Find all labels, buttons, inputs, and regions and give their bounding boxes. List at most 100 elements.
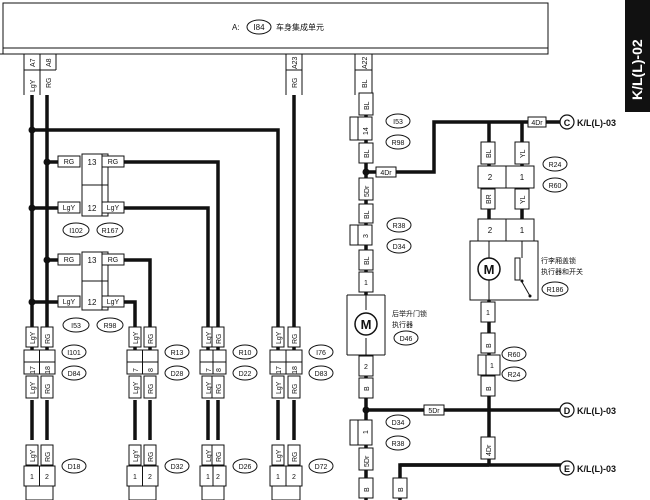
lower-conn-2: R98 [104, 323, 117, 330]
door-bottom-pin: 2 [216, 474, 220, 481]
liftgate-conn1-a: I53 [393, 119, 403, 126]
door-wire-label: RG [148, 452, 155, 463]
trunk-wire-h: 4Dr [486, 444, 493, 456]
door-wire-label: RG [216, 452, 223, 463]
door-wire-label: RG [148, 334, 155, 345]
liftgate-conn1-b: R98 [392, 140, 405, 147]
wire-a23: RG [292, 78, 299, 89]
door-pin-label: 8 [148, 368, 155, 372]
door-bottom-conn: D26 [239, 464, 252, 471]
door-wire-label: LgY [206, 381, 213, 394]
liftgate-wire-f: B [364, 386, 371, 391]
door-wire-label: LgY [30, 331, 37, 344]
door-wire-label: LgY [30, 381, 37, 394]
trunk-conn-top-a: R24 [549, 162, 562, 169]
door-top-conn: R10 [239, 350, 252, 357]
door-wire-label: RG [292, 384, 299, 395]
splice-connector-lower: RG 13 RG LgY 12 LgY I53 R98 [57, 251, 125, 333]
trunk-label-1: 行李厢盖锁 [541, 256, 576, 265]
tag-4dr-top-label: 4Dr [531, 120, 543, 127]
offpage-e: E K/L(L)-03 [559, 460, 616, 476]
door-bottom-pin: 1 [206, 474, 210, 481]
wire-bundle-left [30, 95, 296, 440]
door-pin-label: 8 [216, 368, 223, 372]
trunk-conn-bottom-a: R60 [508, 352, 521, 359]
liftgate-conn2-b: D34 [393, 244, 406, 251]
trunk-conn-bottom-pin: 1 [490, 363, 494, 370]
offpage-d: D K/L(L)-03 [559, 402, 616, 418]
liftgate-wire-d: BL [364, 210, 371, 219]
tag-5dr: 5Dr [423, 404, 445, 416]
door-top-conn: D84 [68, 371, 81, 378]
splice-connector-upper: RG 13 RG LgY 12 LgY I102 R167 [57, 153, 125, 238]
splice-dots [28, 126, 51, 306]
door-pin-label: 18 [45, 366, 52, 374]
door-pin-label: 18 [292, 366, 299, 374]
trunk-wire-g: B [486, 386, 493, 391]
door-top-conn: D83 [315, 371, 328, 378]
liftgate-motor-pin2: 2 [364, 364, 368, 371]
door-pin-label: 7 [133, 368, 140, 372]
door-bottom-pin: 1 [133, 474, 137, 481]
door-wire-label: RG [292, 334, 299, 345]
liftgate-motor-conn: D46 [400, 336, 413, 343]
door-bottom-conn: D72 [315, 464, 328, 471]
trunk-conn-bottom-b: R24 [508, 372, 521, 379]
door-pin-label: 7 [206, 368, 213, 372]
door-pin-label: 17 [30, 366, 37, 374]
offpage-d-letter: D [564, 406, 571, 416]
tag-5dr-label: 5Dr [428, 408, 440, 415]
tag-4dr-mid: 4Dr [375, 166, 397, 178]
door-wire-label: RG [292, 452, 299, 463]
door-bottom-conn: D32 [171, 464, 184, 471]
upper-row2-right: LgY [107, 205, 120, 212]
door-bottom-pin: 1 [30, 474, 34, 481]
tag-4dr-top: 4Dr [527, 116, 547, 128]
upper-row1-pin: 13 [88, 158, 97, 167]
wire-a8: RG [46, 78, 53, 89]
door-wire-label: RG [45, 452, 52, 463]
liftgate-motor-pin1: 1 [364, 280, 368, 287]
trunk-top-pin-1: 2 [488, 173, 493, 182]
door-top-conn: I76 [316, 350, 326, 357]
door-wire-label: LgY [276, 449, 283, 462]
side-tab: K/L(L)-02 [625, 0, 650, 112]
trunk-sw-pin-1: 2 [488, 226, 493, 235]
liftgate-conn2-pin: 3 [363, 234, 370, 238]
lower-row2-right: LgY [107, 299, 120, 306]
liftgate-conn2-a: R38 [393, 223, 406, 230]
ecu-prefix: A: [232, 23, 240, 32]
door-wire-label: LgY [206, 331, 213, 344]
door-wire-label: RG [45, 384, 52, 395]
door-top-conn: D22 [239, 371, 252, 378]
lower-row1-pin: 13 [88, 256, 97, 265]
trunk-motor-icon: M [484, 262, 495, 277]
offpage-e-ref: K/L(L)-03 [577, 464, 616, 474]
door-bottom-conn: D18 [68, 464, 81, 471]
wire-a7: LgY [30, 79, 37, 92]
door-wire-label: RG [45, 334, 52, 345]
door-top-conn: I101 [67, 350, 81, 357]
liftgate-wire-b: BL [364, 149, 371, 158]
door-pin-label: 17 [276, 366, 283, 374]
upper-row1-right: RG [108, 159, 119, 166]
trunk-wire-a: BL [486, 149, 493, 158]
door-top-conn: D28 [171, 371, 184, 378]
trunk-circuit: BL YL 2 1 R24 R60 BR YL 2 1 M 行李厢盖锁 执行器和… [366, 122, 583, 500]
side-tab-label: K/L(L)-02 [629, 39, 645, 100]
liftgate-conn3-a: D34 [392, 420, 405, 427]
lower-row2-left: LgY [63, 299, 76, 306]
trunk-top-pin-2: 1 [520, 173, 525, 182]
ecu-terminal-strip [23, 54, 373, 95]
liftgate-conn1-pin: 14 [363, 127, 370, 135]
trunk-conn-top-b: R60 [549, 183, 562, 190]
liftgate-label-1: 后举升门锁 [392, 309, 427, 318]
door-wire-label: RG [148, 384, 155, 395]
ecu-pin-labels: A7 A8 A23 A22 LgY RG RG BL [30, 56, 369, 92]
upper-row2-left: LgY [63, 205, 76, 212]
